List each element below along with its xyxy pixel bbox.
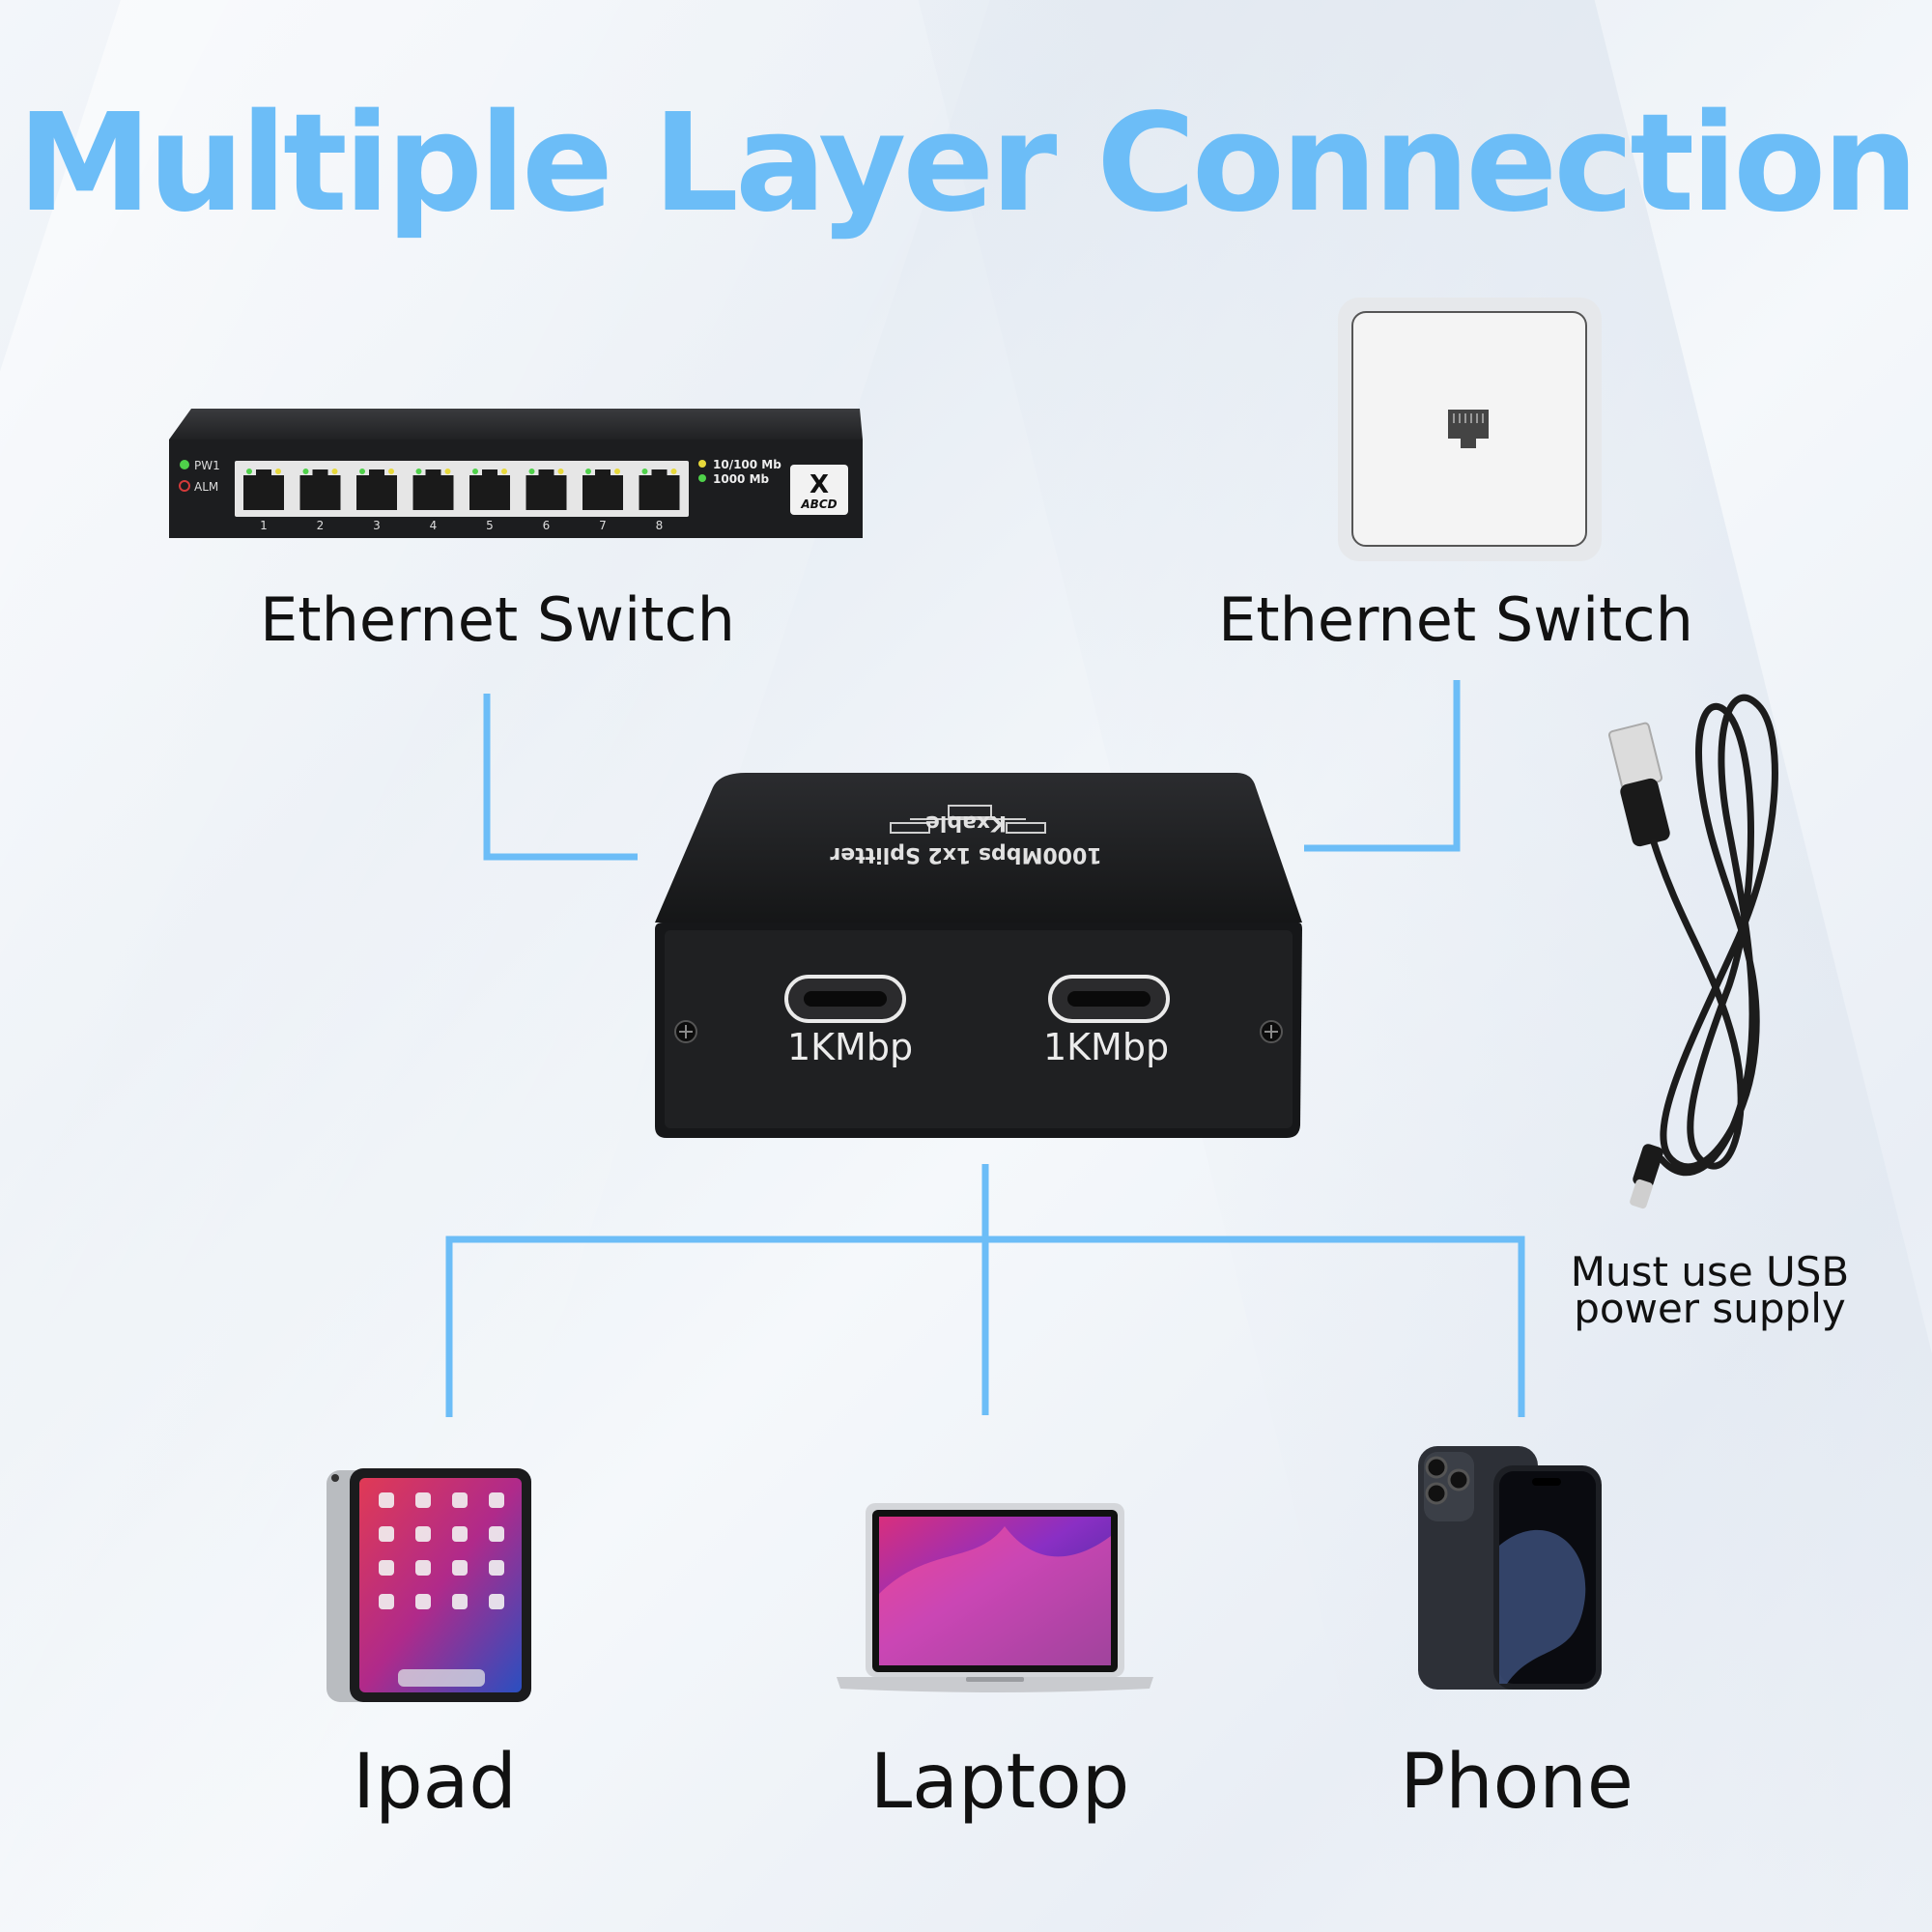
usb-c-port-2: [1048, 975, 1170, 1023]
label-ethernet-switch-2: Ethernet Switch: [1218, 584, 1693, 655]
switch-port-7: [582, 469, 623, 510]
label-ethernet-switch-1: Ethernet Switch: [260, 584, 735, 655]
splitter-model-text: 1000Mbps 1x2 Splitter: [830, 842, 1101, 867]
switch-logo-text: ABCD: [800, 497, 837, 511]
wall-jack-icon: [1338, 298, 1602, 561]
led-label-pw1: PW1: [194, 459, 220, 472]
port-number: 3: [373, 519, 381, 532]
splitter-brand-text: Kxable: [925, 810, 1007, 835]
label-laptop: Laptop: [869, 1739, 1130, 1826]
port-label-2: 1KMbp: [1043, 1026, 1169, 1068]
speed-legend-1: 10/100 Mb: [713, 458, 781, 471]
connection-lines: [445, 680, 1525, 1417]
led-label-alm: ALM: [194, 480, 218, 494]
switch-logo-letter: X: [810, 470, 829, 499]
splitter-device-icon: 1000Mbps 1x2 Splitter Kxable 1KMbp 1KMbp: [655, 773, 1302, 1138]
line-switch-to-splitter: [483, 694, 638, 861]
switch-port-8: [639, 469, 680, 510]
tablet-icon: [327, 1468, 531, 1702]
port-number: 7: [599, 519, 607, 532]
port-number: 2: [317, 519, 325, 532]
port-number: 6: [543, 519, 551, 532]
switch-port-3: [356, 469, 397, 510]
ethernet-switch-icon: PW1 ALM 1 2 3 4 5 6 7 8 10/100 Mb 1000 Mb X ABC…: [169, 409, 863, 538]
port-number: 1: [260, 519, 268, 532]
port-label-1: 1KMbp: [787, 1026, 913, 1068]
switch-port-1: [243, 469, 284, 510]
network-symbol: [890, 805, 1046, 834]
usb-power-note: Must use USB power supply: [1546, 1248, 1874, 1332]
switch-port-5: [469, 469, 510, 510]
line-jack-to-splitter: [1304, 680, 1461, 852]
usb-cable-icon: [1607, 694, 1778, 1209]
usb-c-port-1: [784, 975, 906, 1023]
label-phone: Phone: [1400, 1739, 1634, 1826]
speed-legend-2: 1000 Mb: [713, 472, 770, 486]
switch-ports: 1 2 3 4 5 6 7 8: [243, 469, 680, 532]
switch-port-6: [526, 469, 567, 510]
port-number: 5: [486, 519, 494, 532]
usb-note-line-2: power supply: [1574, 1285, 1846, 1332]
port-number: 8: [656, 519, 664, 532]
switch-port-2: [299, 469, 341, 510]
usb-note-line-1: Must use USB: [1570, 1248, 1850, 1295]
label-ipad: Ipad: [353, 1739, 517, 1826]
laptop-icon: [837, 1503, 1153, 1692]
phone-icon: [1418, 1446, 1602, 1690]
page-title: Multiple Layer Connection: [16, 85, 1918, 242]
port-number: 4: [430, 519, 438, 532]
switch-port-4: [412, 469, 454, 510]
line-branch: [445, 1236, 1525, 1417]
